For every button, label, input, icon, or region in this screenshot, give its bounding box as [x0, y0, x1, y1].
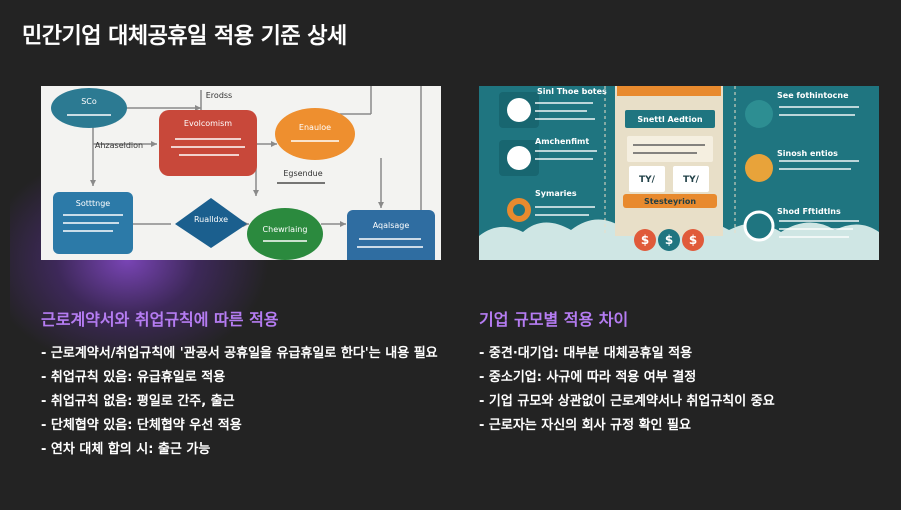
info-left-label: Amchenfimt — [535, 137, 589, 146]
list-item: - 단체협약 있음: 단체협약 우선 적용 — [41, 418, 242, 433]
flowchart-illustration: SCo Evolcomism Enauloe Sotttnge Rualldxe… — [41, 86, 441, 260]
flow-node-label: Chewrlaing — [263, 225, 308, 234]
svg-text:$: $ — [665, 233, 673, 247]
list-item: - 연차 대체 합의 시: 출근 가능 — [41, 442, 211, 457]
info-right-label: Sinosh entios — [777, 149, 838, 158]
flow-node-label: SCo — [81, 97, 97, 106]
right-section-title: 기업 규모별 적용 차이 — [479, 310, 629, 329]
list-item: - 취업규칙 있음: 유급휴일로 적용 — [41, 370, 226, 385]
flow-node-label: Evolcomism — [184, 119, 232, 128]
info-value: TY/ — [639, 175, 656, 185]
left-section-title: 근로계약서와 취업규칙에 따른 적용 — [41, 310, 279, 329]
list-item: - 취업규칙 없음: 평일로 간주, 출근 — [41, 394, 235, 409]
flow-node-label: Sotttnge — [76, 199, 111, 208]
infographic-illustration: $ $ $ — [479, 86, 879, 260]
flow-node-label: Enauloe — [299, 123, 331, 132]
flow-edge-label: Erodss — [206, 91, 232, 100]
left-bullet-list: - 근로계약서/취업규칙에 '관공서 공휴일을 유급휴일로 한다'는 내용 필요… — [41, 342, 441, 462]
info-left-label: Symaries — [535, 189, 577, 198]
flow-edge-label: Egsendue — [283, 169, 322, 178]
list-item: - 중견·대기업: 대부분 대체공휴일 적용 — [479, 346, 693, 361]
list-item: - 근로자는 자신의 회사 규정 확인 필요 — [479, 418, 691, 433]
info-right-label: See fothintocne — [777, 91, 849, 100]
list-item: - 기업 규모와 상관없이 근로계약서나 취업규칙이 중요 — [479, 394, 775, 409]
page-title: 민간기업 대체공휴일 적용 기준 상세 — [22, 24, 347, 49]
list-item: - 근로계약서/취업규칙에 '관공서 공휴일을 유급휴일로 한다'는 내용 필요 — [41, 346, 438, 361]
list-item: - 중소기업: 사규에 따라 적용 여부 결정 — [479, 370, 697, 385]
flow-node-label: Rualldxe — [194, 215, 228, 224]
info-right-label: Shod Fftidtlns — [777, 207, 841, 216]
flow-edge-label: Ahzaseldion — [95, 141, 143, 150]
right-bullet-list: - 중견·대기업: 대부분 대체공휴일 적용 - 중소기업: 사규에 따라 적용… — [479, 342, 879, 438]
info-center-label: Snettl Aedtion — [637, 115, 702, 124]
info-left-label: Sinl Thoe botes — [537, 87, 607, 96]
flow-node-label: Aqalsage — [373, 221, 410, 230]
svg-text:$: $ — [641, 233, 649, 247]
info-value: TY/ — [683, 175, 700, 185]
info-center-label: Stesteyrion — [644, 197, 696, 206]
svg-text:$: $ — [689, 233, 697, 247]
